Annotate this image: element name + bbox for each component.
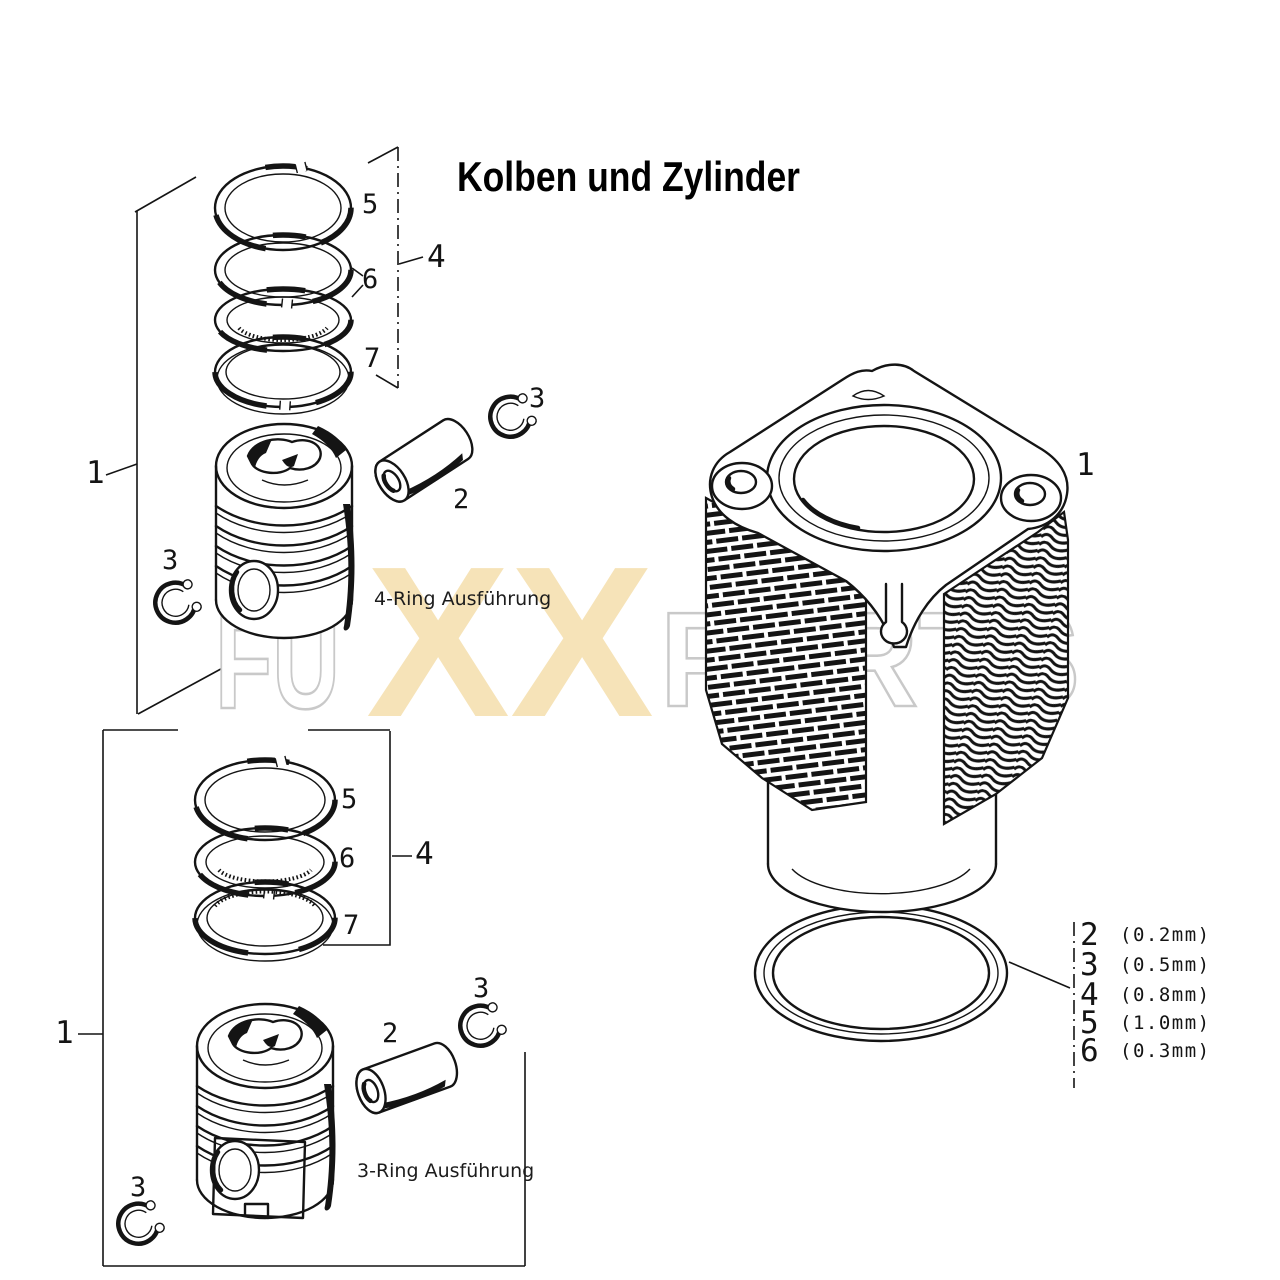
three-ring-assembly: 1 5 6 7 4 2 3 3 3-Ring Ausführung bbox=[55, 754, 534, 1248]
four-ring-bracket-bottom-tick bbox=[375, 374, 399, 389]
four-ring-bracket-top-tick bbox=[367, 146, 399, 164]
cylinder-assembly: 1 2 (0.2mm) 3 (0.5mm) 4 (0.8mm) 5 (1.0mm… bbox=[704, 363, 1211, 1088]
leader-ringset-4r bbox=[398, 256, 424, 265]
flange-top-notch bbox=[851, 389, 886, 401]
flange-bolt-boss-left bbox=[710, 461, 774, 511]
three-ring-bracket-edge bbox=[323, 731, 391, 946]
part-ref-middle-ring-4r: 6 bbox=[362, 264, 378, 295]
piston-ring-oil-4r bbox=[212, 334, 354, 415]
piston-ring-mid1-4r bbox=[212, 232, 354, 310]
shim-leader-line bbox=[1008, 961, 1071, 989]
part-ref-top-ring-4r: 5 bbox=[362, 189, 378, 220]
piston-3ring bbox=[197, 1004, 336, 1218]
reference-boxes bbox=[102, 146, 526, 1267]
watermark-middle: XX bbox=[366, 521, 654, 762]
part-ref-ring-set-4r: 4 bbox=[427, 239, 446, 275]
four-ring-assembly: 1 5 6 7 4 2 3 3 4-Ring Ausführung bbox=[86, 160, 551, 638]
four-ring-box-bottom-edge bbox=[137, 663, 231, 715]
wrist-pin-3ring bbox=[351, 1039, 463, 1118]
part-ref-circlip-lower-3r: 3 bbox=[130, 1172, 146, 1203]
shim-row: 2 (0.2mm) bbox=[1080, 917, 1211, 953]
leader-assembly-4r bbox=[105, 463, 138, 476]
circlip-lower-4ring bbox=[151, 577, 204, 627]
flange-stud bbox=[879, 582, 909, 645]
piston-ring-top-3r bbox=[192, 754, 338, 843]
shim-row: 6 (0.3mm) bbox=[1080, 1033, 1211, 1069]
shim-ring bbox=[753, 903, 1009, 1043]
shim-row: 4 (0.8mm) bbox=[1080, 977, 1211, 1013]
shim-row: 3 (0.5mm) bbox=[1080, 947, 1211, 983]
cooling-fins-left bbox=[704, 496, 868, 812]
flange-bolt-boss-right bbox=[999, 473, 1063, 523]
part-ref-circlip-lower-4r: 3 bbox=[162, 545, 178, 576]
part-ref-pin-4r: 2 bbox=[453, 484, 469, 515]
part-ref-cylinder: 1 bbox=[1076, 447, 1095, 483]
part-ref-top-ring-3r: 5 bbox=[341, 784, 357, 815]
part-ref-pin-3r: 2 bbox=[382, 1018, 398, 1049]
part-ref-oil-ring-4r: 7 bbox=[364, 343, 380, 374]
piston-ring-oil-3r bbox=[192, 879, 338, 962]
caption-three-ring: 3-Ring Ausführung bbox=[357, 1160, 534, 1182]
piston-skirt-notch bbox=[243, 1202, 270, 1220]
part-ref-circlip-upper-4r: 3 bbox=[529, 383, 545, 414]
part-ref-ring-set-3r: 4 bbox=[415, 836, 434, 872]
shim-row: 5 (1.0mm) bbox=[1080, 1005, 1211, 1041]
leader-ring6-fork-4r bbox=[351, 267, 364, 298]
part-ref-oil-ring-3r: 7 bbox=[343, 910, 359, 941]
part-ref-middle-ring-3r: 6 bbox=[339, 843, 355, 874]
page-title: Kolben und Zylinder bbox=[457, 153, 800, 200]
piston-ring-mid2-4r bbox=[212, 286, 354, 354]
part-ref-assembly-3r: 1 bbox=[55, 1015, 74, 1051]
caption-four-ring: 4-Ring Ausführung bbox=[374, 588, 551, 610]
shim-thickness-list: 2 (0.2mm) 3 (0.5mm) 4 (0.8mm) 5 (1.0mm) … bbox=[1008, 917, 1211, 1088]
four-ring-box-top-edge bbox=[134, 176, 197, 213]
shim-thickness: (0.2mm) bbox=[1120, 924, 1211, 946]
shim-ref: 2 bbox=[1080, 917, 1099, 953]
cooling-fins-right bbox=[942, 509, 1070, 826]
part-ref-assembly-4r: 1 bbox=[86, 455, 105, 491]
circlip-lower-3ring bbox=[114, 1198, 167, 1248]
piston-4ring bbox=[216, 424, 355, 638]
circlip-upper-3ring bbox=[456, 1000, 509, 1050]
part-ref-circlip-upper-3r: 3 bbox=[473, 973, 489, 1004]
piston-skirt-panel bbox=[211, 1136, 307, 1220]
piston-ring-top-4r bbox=[212, 160, 354, 253]
